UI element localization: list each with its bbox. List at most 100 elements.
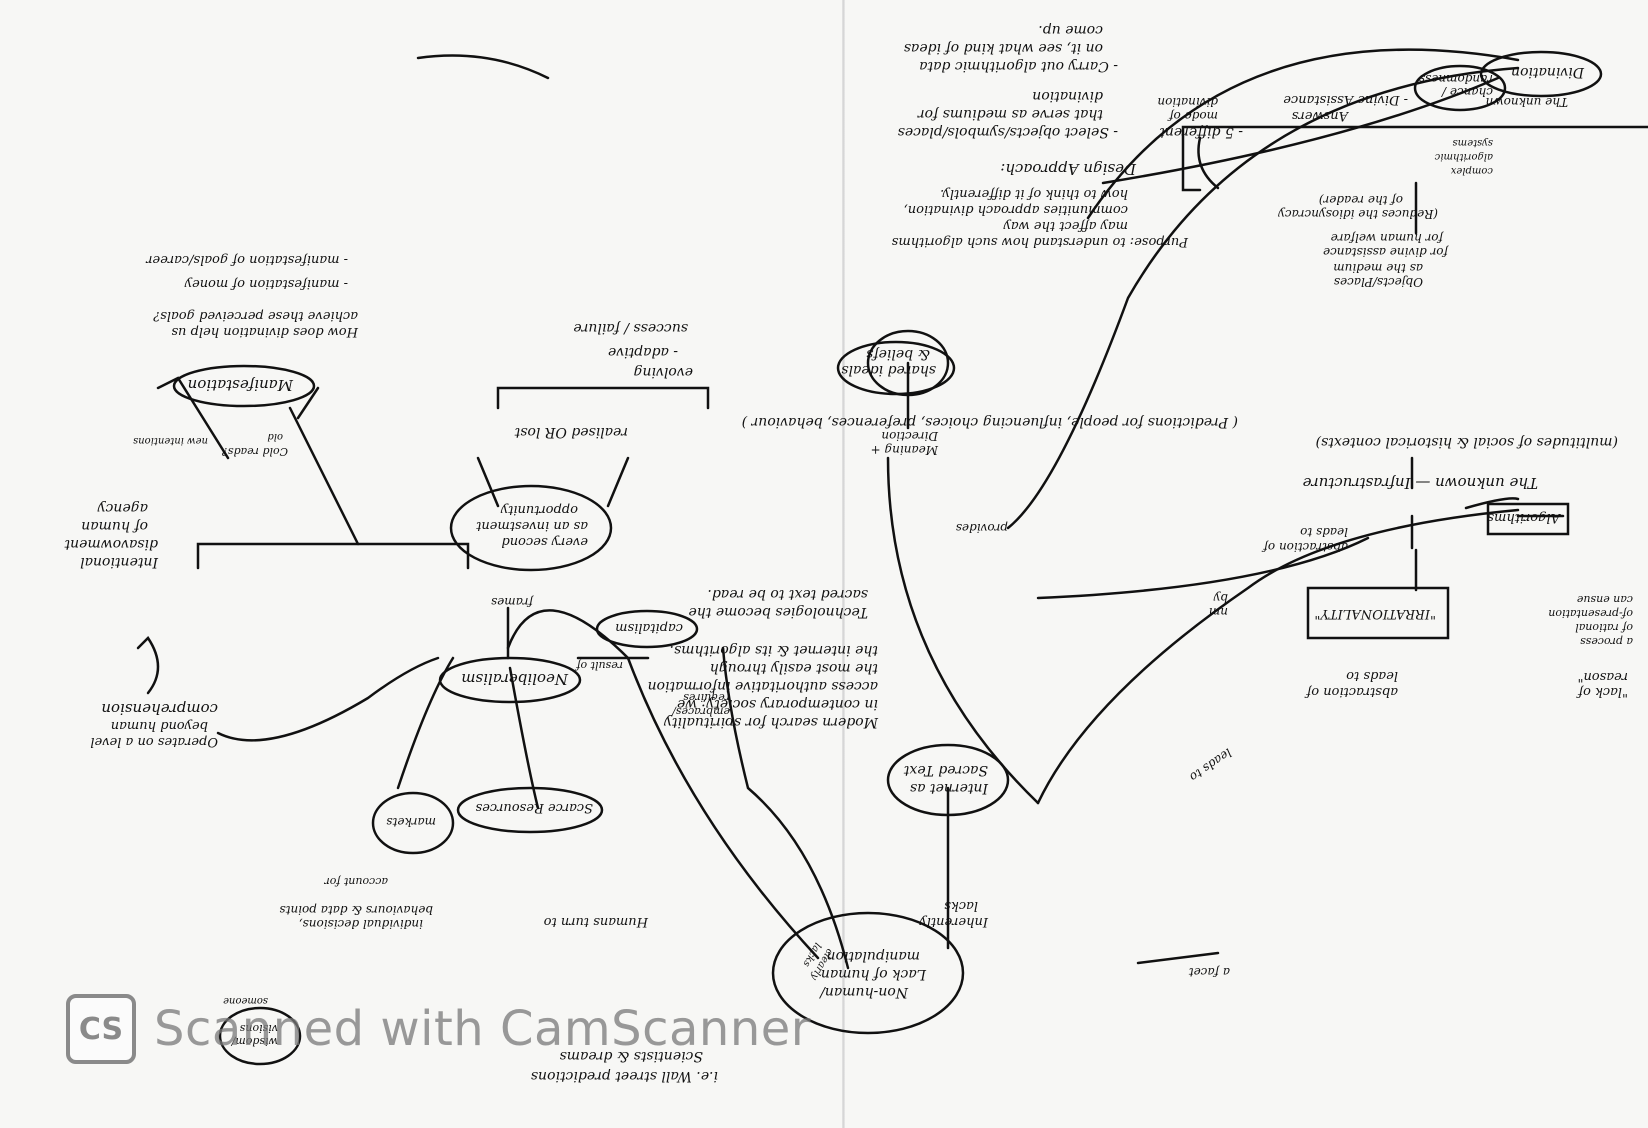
manifestation-ellipse [172,364,316,408]
neoliberalism-to-markets-line [396,656,455,790]
embraces-1: embraces/ [671,705,730,718]
meaning-line-2: Direction [881,429,939,443]
purpose-line-3: communities approach divination, [904,202,1128,217]
intentional-3: of human [81,518,148,534]
frames-label: frames [491,595,534,609]
intentional-1: Intentional [80,554,159,570]
internet-to-meaning-curve [886,456,1040,805]
objects-line-6: of the reader) [1319,193,1403,207]
lost-arrow [606,456,630,508]
wall-street-2: Scientists & dreams [560,1048,703,1064]
neoliberalism-ellipse [438,656,582,704]
irrationality-to-internet-line [1036,536,1370,600]
multitudes-label: (multitudes of social & historical conte… [1316,434,1618,450]
a-facet-label: a facet [1189,965,1230,979]
page-fold-crease [842,0,845,1128]
humans-turn-label: Humans turn to [543,914,649,929]
internet-ellipse [886,743,1010,817]
how-divination-3: - manifestation of money [184,276,348,291]
design-step-1c: divination [1157,95,1218,109]
operates-2: beyond human [111,718,208,733]
process-arrow [1464,497,1520,510]
how-divination-1: How does divination help us [171,324,359,339]
neoliberalism-to-scarce-line [508,666,540,810]
wisdom-ellipse [218,1006,302,1066]
predictions-label: ( Predictions for people, influencing ch… [742,414,1238,430]
complex-3: systems [1453,137,1493,148]
algorithms-box [1486,502,1570,536]
neoliberalism-label: Neoliberalism [461,670,569,688]
unknown-bottom-label: The unknown [1486,95,1568,109]
design-step-2: - Select objects/symbols/places [898,124,1118,140]
abstraction-top-2: leads to [1300,525,1348,539]
realised-arrow [476,456,500,508]
watermark-text: Scanned with CamScanner [154,1001,812,1057]
evolving-1: evolving [633,364,693,380]
modern-search-2: in contemporary society; we [677,696,878,712]
wisdom-1: wisdom/ [230,1035,278,1048]
inherently-2: lacks [944,898,978,913]
markets-label: markets [386,815,436,829]
evolving-2: - adaptive [608,344,678,360]
non-human-line-1: Non-human/ [819,984,909,1000]
abstraction-bottom-1: abstraction of [1304,684,1398,699]
meaning-line-1: Meaning + [871,443,939,457]
wisdom-2: visions [239,1022,278,1035]
design-box-frame [1181,125,1648,192]
neoliberalism-to-operates-line [216,656,440,742]
objects-line-2: as the medium [1333,261,1423,275]
account-for-label: account for [324,875,388,888]
embraces-2: requires [683,691,730,704]
purpose-line-1: Purpose: to understand how such algorith… [891,234,1189,249]
camscanner-logo-icon: CS [66,994,136,1064]
scarce-resources-ellipse [456,786,604,834]
purpose-line-2: may affect the way [1003,218,1128,233]
divination-ellipse [1479,50,1603,98]
evolving-3: success / failure [573,320,688,336]
process-rational-3: of-presentation [1548,607,1633,620]
capitalism-ellipse [595,609,699,649]
manifestation-label: Manifestation [188,376,294,394]
non-human-ellipse [771,911,965,1035]
cold-reads-3: new intentions [133,435,208,446]
operates-to-intentional-arrow [136,636,160,695]
design-step-3b: on it, see what kind of ideas [904,40,1103,56]
every-second-3: opportunity [500,502,578,517]
design-approach-title: Design Approach: [1000,160,1137,178]
nonhuman-to-neoliberalism-curve [506,609,820,960]
camscanner-watermark: CS Scanned with CamScanner [66,994,811,1064]
markets-ellipse [371,791,455,855]
wall-street-1: i.e. Wall street predictions [531,1068,718,1084]
shared-ideals-line-2: & beliefs [866,346,930,362]
how-divination-4: - manifestation of goals/career [145,252,348,267]
design-step-3c: come up. [1038,22,1103,38]
process-rational-1: a process [1580,635,1633,648]
non-human-line-3: manipulation [827,948,920,964]
non-human-line-2: Lack of human [821,966,927,982]
bracket-left [196,542,470,570]
bracket-arrow [288,406,360,546]
objects-line-5: (Reduces the idiosyncracy [1278,207,1438,221]
objects-line-1: Objects/Places [1334,275,1423,289]
individual-2: behaviours & data points [279,903,433,917]
divination-label: Divination [1511,64,1585,80]
process-rational-4: can ensue [1576,593,1633,606]
every-second-2: as an investment [475,518,588,533]
shared-ideals-ellipse [836,340,956,396]
internet-line-2: Sacred Text [903,762,988,778]
intentional-2: disavowment [64,536,158,552]
the-unknown-label: The unknown — Infrastructure [1302,474,1538,492]
node-labels: Purpose: to understand how such algorith… [64,22,1633,1084]
nonhuman-to-embraces-curve [721,646,850,970]
provides-label: provides [956,521,1008,535]
scarce-resources-label: Scarce Resources [475,800,593,815]
every-second-1: every second [501,534,588,549]
shared-ideals-line-1: shared ideals [841,362,936,378]
design-step-2c: divination [1032,88,1103,104]
afacet-arrow [1136,951,1220,965]
internet-line-1: Internet as [910,780,989,796]
design-step-1b: mode of [1167,109,1218,123]
result-of-label: result of [574,659,623,672]
